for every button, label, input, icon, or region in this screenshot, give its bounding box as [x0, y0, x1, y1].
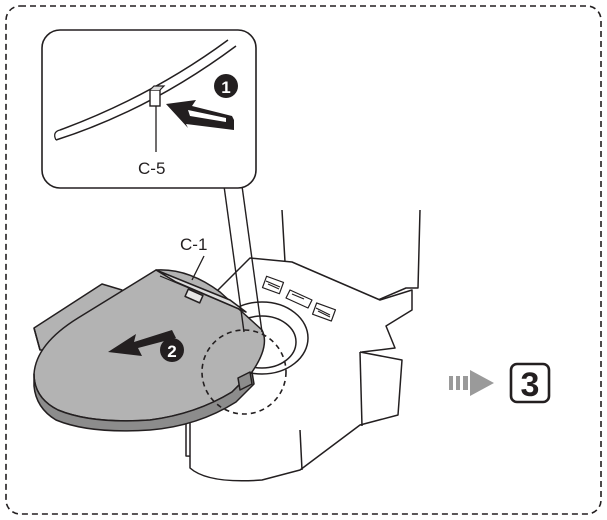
step-2-badge: 2: [160, 338, 184, 362]
step-1-number: 1: [221, 78, 230, 97]
toilet-base-front: [189, 351, 403, 482]
detail-highlight-circle: [201, 329, 287, 415]
slide-arrow-icon: [108, 330, 176, 356]
label-c5: C-5: [138, 159, 165, 178]
step-2-number: 2: [167, 342, 176, 361]
base-plate-connectors: [261, 275, 337, 322]
dashed-frame: [5, 5, 602, 515]
c1-callout: C-1: [180, 235, 207, 281]
next-step-arrow-icon: [449, 370, 494, 396]
toilet-tank: [281, 209, 421, 301]
push-arrow-icon: [166, 100, 234, 130]
next-step-box: [509, 362, 551, 404]
next-step-number: 3: [521, 366, 540, 404]
slot-c5: [149, 89, 161, 107]
toilet-seat-c1: [33, 269, 266, 432]
next-step-indicator: 3: [449, 362, 551, 404]
seat-top-strip: [155, 269, 247, 313]
seat-release-button: [184, 288, 204, 304]
detail-callout: C-5 1: [41, 29, 263, 333]
label-c1: C-1: [180, 235, 207, 254]
step-1-badge: 1: [214, 74, 238, 98]
